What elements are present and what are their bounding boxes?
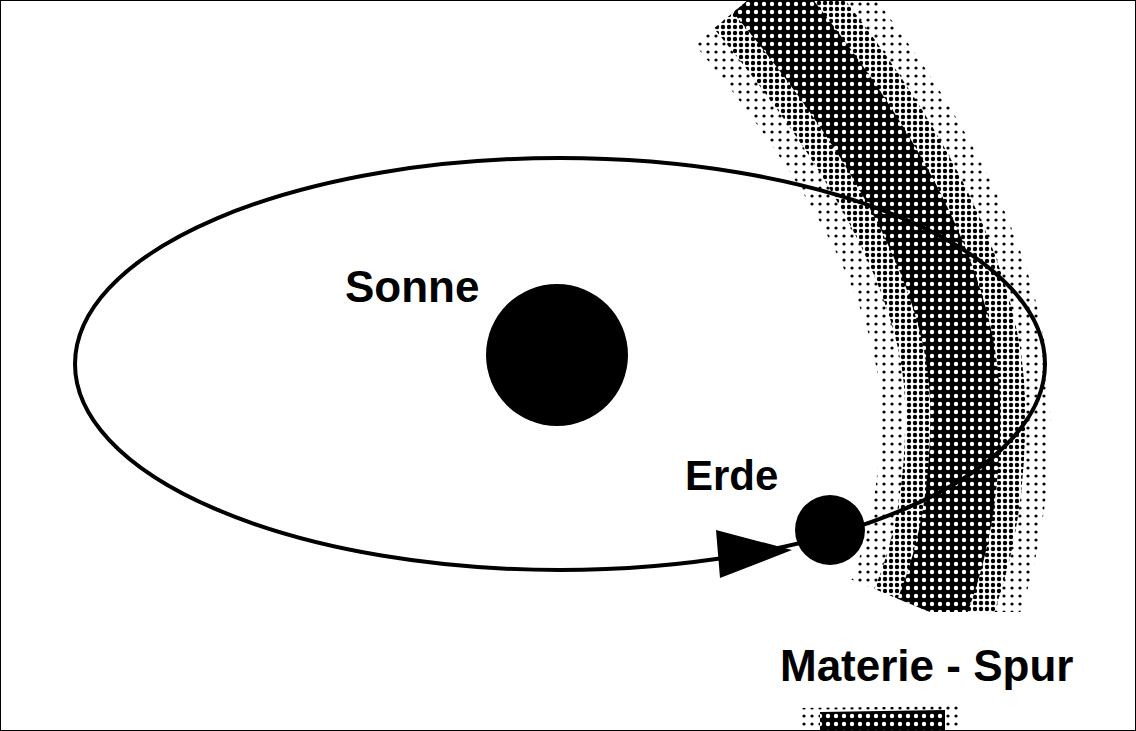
- body-label: Erde: [685, 453, 778, 499]
- trail-label-node: Materie - Spur: [775, 638, 1125, 698]
- body-disc: [486, 284, 628, 426]
- sun-node: Sonne: [340, 255, 640, 435]
- body-label: Materie - Spur: [780, 642, 1073, 690]
- direction-arrow: [716, 530, 792, 578]
- body-disc: [795, 495, 865, 565]
- body-label: Sonne: [345, 263, 479, 311]
- orbit-ellipse: [75, 158, 1045, 570]
- earth-node: Erde: [680, 445, 880, 575]
